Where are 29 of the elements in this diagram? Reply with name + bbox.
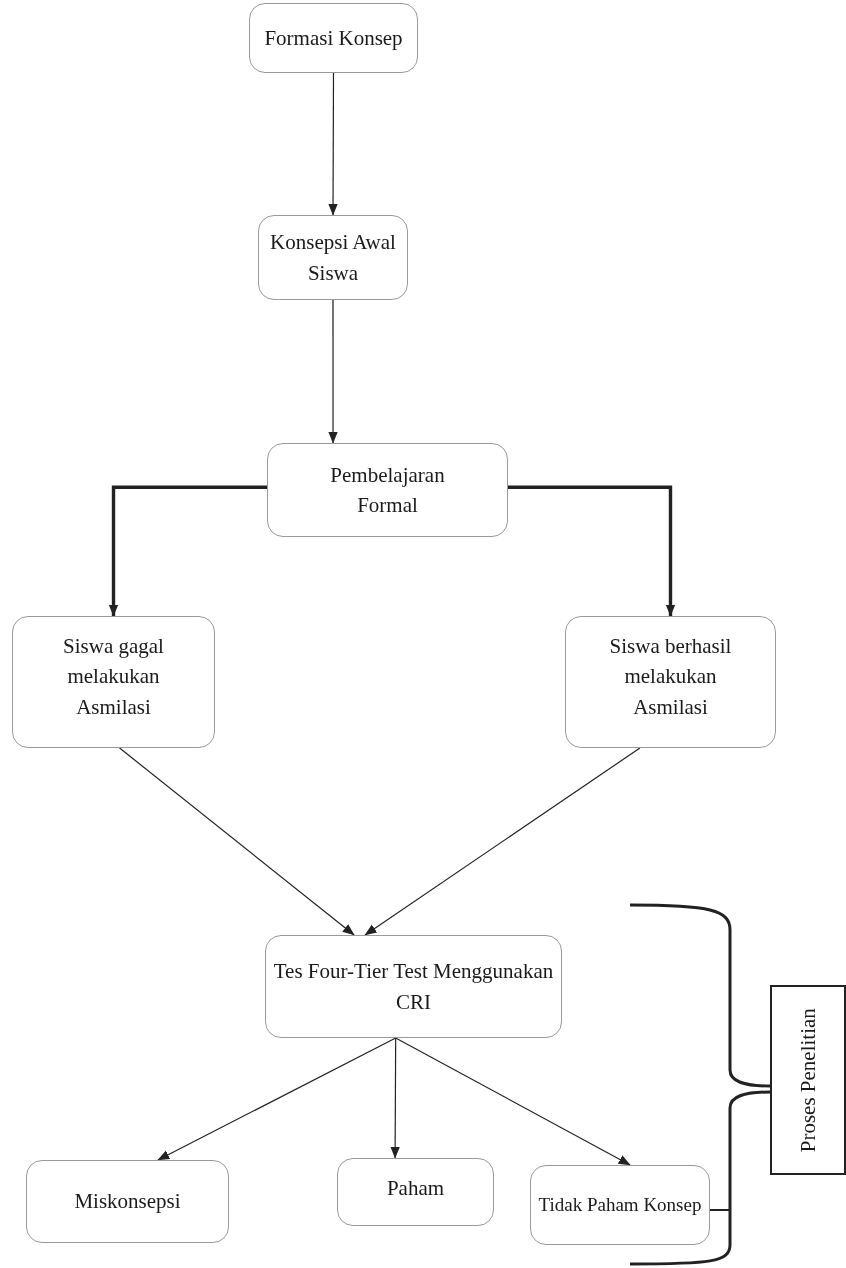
node-label: Paham [386,1175,445,1202]
arrow [508,485,676,617]
arrow [108,485,267,617]
label-box [770,985,846,1175]
node-label: Miskonsepsi [74,1188,181,1216]
process-box [267,443,508,537]
arrow [364,747,641,936]
process-box [565,616,776,748]
arrow [119,747,355,936]
process-box [12,616,215,748]
process-box [265,935,562,1038]
process-box [337,1158,494,1226]
process-box [26,1160,229,1243]
node-label: Siswa berhasil melakukan Asmilasi [608,633,733,721]
arrow [157,1037,397,1161]
process-box [530,1165,710,1245]
arrow [395,1037,631,1166]
node-label: Formasi Konsep [264,24,403,52]
node-label: Pembelajaran Formal [329,461,446,519]
node-label: Proses Penelitian [794,1006,821,1155]
node-label: Siswa gagal melakukan Asmilasi [62,633,165,721]
arrow [390,1037,400,1159]
node-label: Tidak Paham Konsep [538,1193,702,1218]
node-label: Tes Four-Tier Test Menggunakan CRI [272,958,555,1016]
node-label: Konsepsi Awal Siswa [269,229,397,287]
arrow [328,299,338,444]
arrow [328,72,338,216]
process-box [249,3,418,73]
process-box [258,215,408,300]
